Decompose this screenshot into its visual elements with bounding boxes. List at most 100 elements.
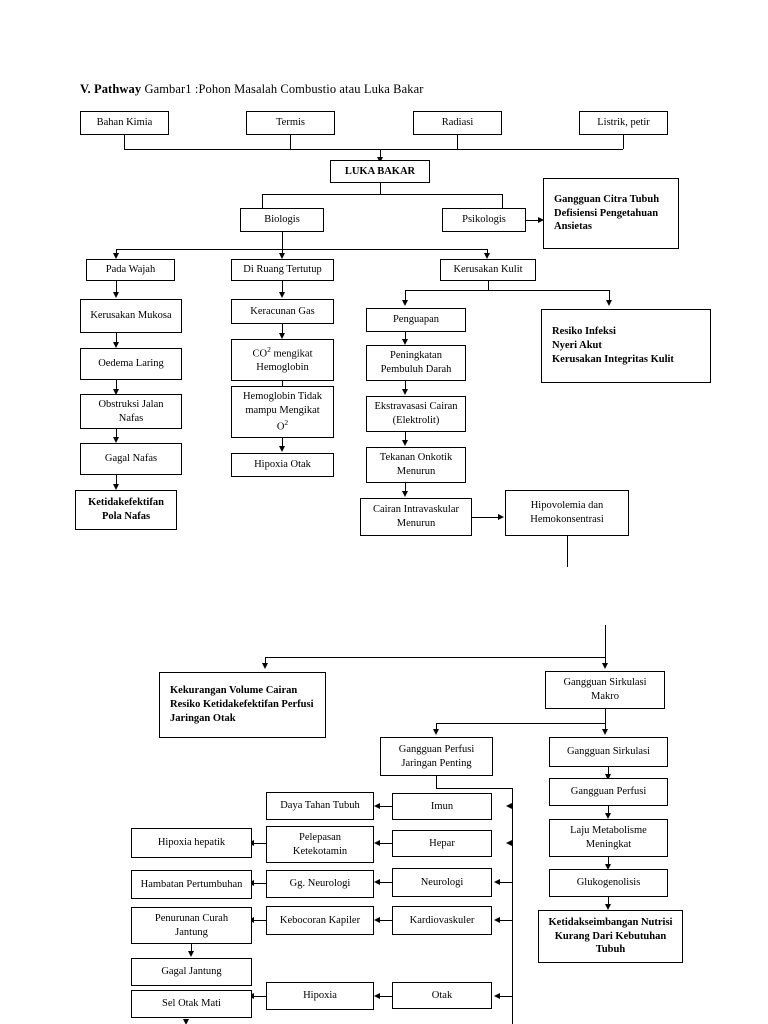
arrow-to-gangguan-citra (538, 216, 544, 223)
node-ketidakefektifan-pola-nafas[interactable]: Ketidakefektifan Pola Nafas (75, 490, 177, 530)
node-gagal-jantung[interactable]: Gagal Jantung (131, 958, 252, 986)
connector-hepar-to-pelepasan (380, 843, 392, 844)
node-resiko-line3: Kerusakan Integritas Kulit (552, 353, 674, 365)
node-sirkulasi-makro-line2: Makro (591, 691, 619, 702)
node-listrik-petir[interactable]: Listrik, petir (579, 111, 668, 135)
node-kebocoran-kapiler-label: Kebocoran Kapiler (279, 914, 361, 926)
node-gangguan-sirkulasi-makro[interactable]: Gangguan Sirkulasi Makro (545, 671, 665, 709)
node-penurunan-curah-jantung[interactable]: Penurunan Curah Jantung (131, 907, 252, 944)
connector-peningkatan-down (405, 381, 406, 391)
node-co2-superscript: 2 (267, 344, 271, 354)
node-kardiovaskuler[interactable]: Kardiovaskuler (392, 906, 492, 935)
node-kerusakan-mukosa[interactable]: Kerusakan Mukosa (80, 299, 182, 333)
node-glukogenolisis[interactable]: Glukogenolisis (549, 869, 668, 897)
node-hemoglobin-tidak-mampu[interactable]: Hemoglobin Tidak mampu Mengikat O2 (231, 386, 334, 438)
node-sel-otak-mati[interactable]: Sel Otak Mati (131, 990, 252, 1018)
connector-biologis-bus (116, 249, 487, 250)
node-imun[interactable]: Imun (392, 793, 492, 820)
node-gangguan-perfusi-jaringan-penting[interactable]: Gangguan Perfusi Jaringan Penting (380, 737, 493, 776)
arrow-to-gangguan-sirkulasi (601, 729, 608, 735)
node-obstruksi-jalan-nafas[interactable]: Obstruksi Jalan Nafas (80, 394, 182, 429)
node-radiasi[interactable]: Radiasi (413, 111, 502, 135)
connector-makro-to-perfusi-jaringan (436, 723, 437, 731)
node-keracunan-gas[interactable]: Keracunan Gas (231, 299, 334, 324)
arrow-to-pada-wajah (112, 253, 119, 259)
node-kerusakan-kulit[interactable]: Kerusakan Kulit (440, 259, 536, 281)
connector-luka-bakar-bus (262, 194, 502, 195)
node-hipoxia-hepatik-label: Hipoxia hepatik (157, 837, 226, 849)
node-resiko-infeksi-group[interactable]: Resiko Infeksi Nyeri Akut Kerusakan Inte… (541, 309, 711, 383)
node-hambatan-pertumbuhan[interactable]: Hambatan Pertumbuhan (131, 870, 252, 899)
node-luka-bakar[interactable]: LUKA BAKAR (330, 160, 430, 183)
connector-gg-to-hambatan (254, 883, 266, 884)
connector-tekanan-down (405, 483, 406, 492)
arrow-kardio-to-kebocoran (374, 916, 380, 923)
arrow-perfusi-down (604, 813, 611, 819)
connector-gagal-nafas-down (116, 475, 117, 486)
connector-bahan-kimia-stem (124, 135, 125, 149)
connector-penurunan-to-gagal-jantung (191, 944, 192, 953)
node-hipoxia-label: Hipoxia (303, 990, 337, 1002)
node-tekanan-onkotik-menurun[interactable]: Tekanan Onkotik Menurun (366, 447, 466, 483)
node-kebocoran-kapiler[interactable]: Kebocoran Kapiler (266, 906, 374, 935)
node-psikologis[interactable]: Psikologis (442, 208, 526, 232)
node-tekanan-line1: Tekanan Onkotik (379, 452, 453, 464)
node-biologis[interactable]: Biologis (240, 208, 324, 232)
node-pelepasan-ketekotamin[interactable]: Pelepasan Ketekotamin (266, 826, 374, 863)
node-gg-neurologi-label: Gg. Neurologi (289, 878, 351, 890)
node-kekurangan-volume-cairan[interactable]: Kekurangan Volume Cairan Resiko Ketidake… (159, 672, 326, 738)
node-bahan-kimia[interactable]: Bahan Kimia (80, 111, 169, 135)
page-title: V. Pathway Gambar1 :Pohon Masalah Combus… (80, 82, 424, 97)
connector-penguapan-down (405, 332, 406, 341)
connector-bus-to-biologis (262, 194, 263, 208)
node-co2-mengikat-hemoglobin[interactable]: CO2 mengikat Hemoglobin (231, 339, 334, 381)
node-di-ruang-tertutup[interactable]: Di Ruang Tertutup (231, 259, 334, 281)
node-pada-wajah-label: Pada Wajah (105, 264, 156, 276)
node-pada-wajah[interactable]: Pada Wajah (86, 259, 175, 281)
node-peningkatan-pembuluh-darah[interactable]: Peningkatan Pembuluh Darah (366, 345, 466, 381)
node-ketidakseimbangan-nutrisi[interactable]: Ketidakseimbangan Nutrisi Kurang Dari Ke… (538, 910, 683, 963)
node-sel-otak-mati-label: Sel Otak Mati (162, 998, 221, 1010)
node-hipovolemia-hemokonsentrasi[interactable]: Hipovolemia dan Hemokonsentrasi (505, 490, 629, 536)
node-resiko-line2: Nyeri Akut (552, 340, 602, 352)
node-gangguan-citra-tubuh[interactable]: Gangguan Citra Tubuh Defisiensi Pengetah… (543, 178, 679, 249)
node-pelepasan-line2: Ketekotamin (292, 845, 348, 857)
node-otak-label: Otak (431, 989, 453, 1001)
node-daya-tahan-tubuh[interactable]: Daya Tahan Tubuh (266, 792, 374, 820)
node-gangguan-perfusi[interactable]: Gangguan Perfusi (549, 778, 668, 806)
connector-kardio-to-kebocoran (380, 920, 392, 921)
connector-hb-down (282, 438, 283, 448)
node-ekstravasasi-cairan[interactable]: Ekstravasasi Cairan (Elektrolit) (366, 396, 466, 432)
node-hipoxia-otak[interactable]: Hipoxia Otak (231, 453, 334, 477)
node-neurologi[interactable]: Neurologi (392, 868, 492, 897)
node-gagal-nafas[interactable]: Gagal Nafas (80, 443, 182, 475)
node-kardiovaskuler-label: Kardiovaskuler (409, 914, 475, 926)
arrow-to-hipovolemia (498, 513, 504, 520)
node-otak[interactable]: Otak (392, 982, 492, 1009)
node-co2-suffix: mengikat (270, 348, 313, 360)
connector-keracunan-down (282, 324, 283, 335)
node-gangguan-perfusi-label: Gangguan Perfusi (570, 786, 647, 798)
arrow-penurunan-to-gagal-jantung (187, 951, 194, 957)
connector-hipovolemia-down-upper (567, 536, 568, 567)
arrow-glukogenolisis-down (604, 904, 611, 910)
node-hipoxia-hepatik[interactable]: Hipoxia hepatik (131, 828, 252, 858)
node-hipoxia[interactable]: Hipoxia (266, 982, 374, 1010)
connector-laju-down (608, 857, 609, 866)
arrow-mukosa-down (112, 342, 119, 348)
node-gg-neurologi[interactable]: Gg. Neurologi (266, 870, 374, 898)
node-termis[interactable]: Termis (246, 111, 335, 135)
node-penguapan[interactable]: Penguapan (366, 308, 466, 332)
node-hepar[interactable]: Hepar (392, 830, 492, 857)
node-cairan-intravaskular-menurun[interactable]: Cairan Intravaskular Menurun (360, 498, 472, 536)
arrow-otak-to-hipoxia (374, 992, 380, 999)
node-laju-metabolisme-meningkat[interactable]: Laju Metabolisme Meningkat (549, 819, 668, 857)
connector-kulit-stem (488, 281, 489, 290)
node-gangguan-sirkulasi[interactable]: Gangguan Sirkulasi (549, 737, 668, 767)
node-oedema-laring[interactable]: Oedema Laring (80, 348, 182, 380)
node-gangguan-citra-line3: Ansietas (554, 221, 592, 233)
page-title-caption: Gambar1 :Pohon Masalah Combustio atau Lu… (144, 82, 424, 96)
node-perfusi-jaringan-line1: Gangguan Perfusi (398, 743, 475, 755)
node-bahan-kimia-label: Bahan Kimia (96, 117, 153, 129)
connector-makro-bus (436, 723, 605, 724)
